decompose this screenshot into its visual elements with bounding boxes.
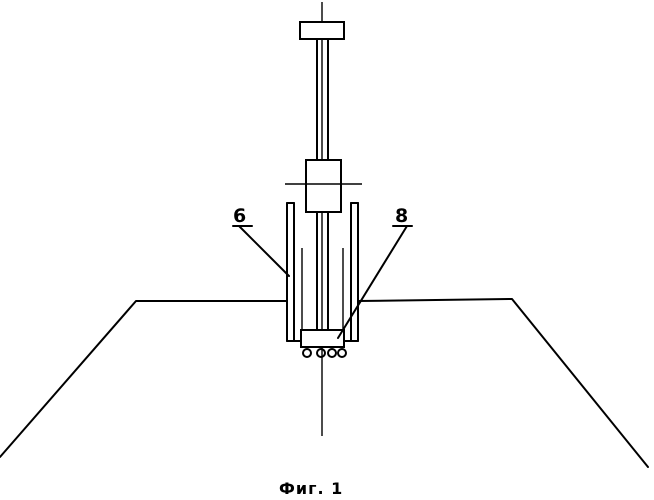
base-profile-right [358,299,648,467]
top-cap [300,22,344,39]
label-8-leader [338,226,407,338]
figure-caption: Фиг. 1 [279,479,343,498]
ball [338,349,346,357]
ball [328,349,336,357]
coupling-block [306,160,341,212]
label-6-leader [239,226,289,276]
ball [317,349,325,357]
label-6: 6 [233,205,246,227]
base-profile [0,301,287,457]
label-8: 8 [395,205,408,227]
ball [303,349,311,357]
